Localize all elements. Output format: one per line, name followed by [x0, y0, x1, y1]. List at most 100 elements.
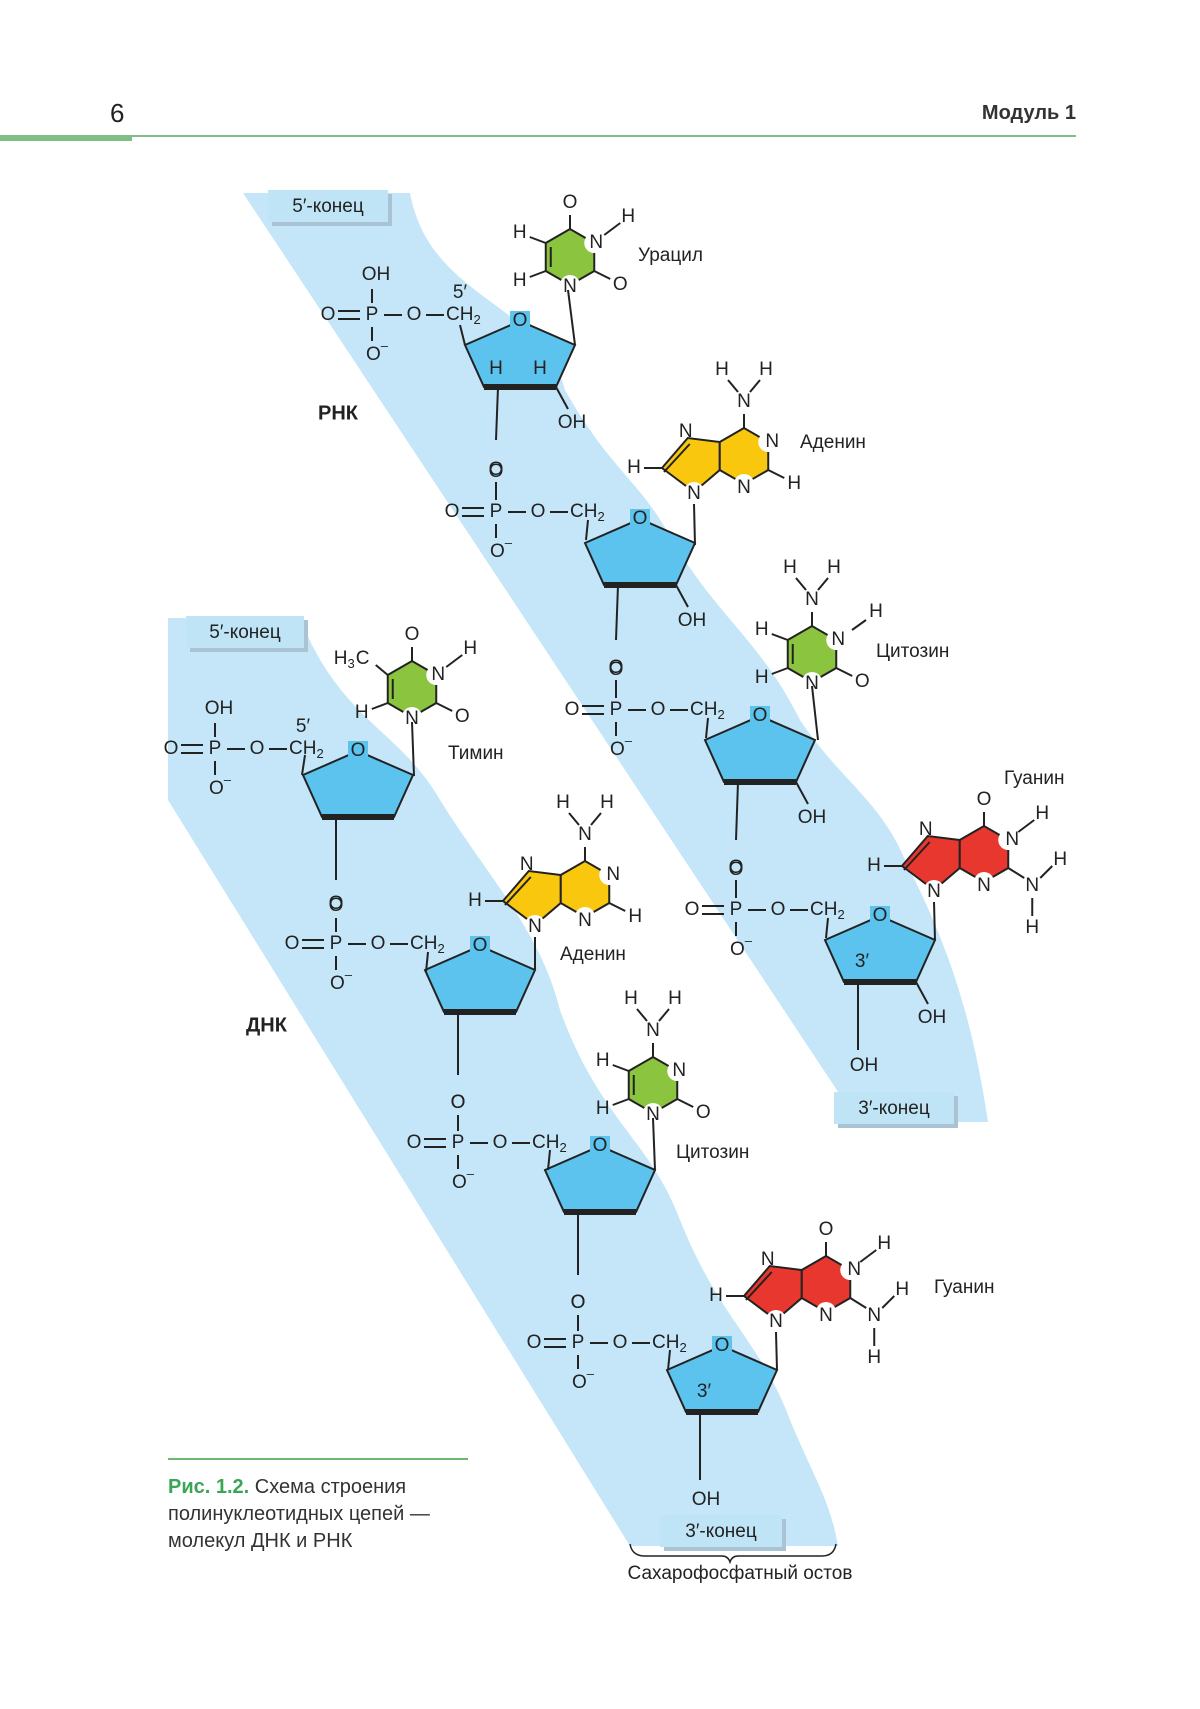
caption-label: Рис. 1.2. — [168, 1476, 250, 1498]
h-atom: H — [513, 222, 527, 243]
bond — [371, 702, 389, 710]
ch2-group: CH2 — [810, 899, 845, 922]
page-header: 6 Модуль 1 — [0, 0, 1200, 160]
oxygen: O — [651, 699, 666, 720]
ring-oxygen: O — [715, 1335, 730, 1356]
n-atom-bg — [667, 1061, 688, 1081]
h-atom: H — [489, 358, 503, 379]
oxygen: O — [685, 899, 700, 920]
bond — [825, 917, 829, 939]
hydroxyl-group: OH — [798, 807, 827, 828]
n-atom: N — [769, 1311, 783, 1332]
oxygen: O — [455, 706, 470, 727]
dna-five-end-label-bg — [186, 616, 304, 648]
bond — [459, 324, 466, 346]
n-atom-bg — [816, 1302, 836, 1322]
n-atom: N — [672, 1060, 686, 1081]
n-atom: N — [528, 916, 542, 937]
oxygen: O — [729, 857, 744, 878]
bond — [445, 654, 463, 668]
ring-double-bond — [504, 876, 532, 906]
hydroxyl-group: OH — [692, 1489, 721, 1510]
ring-double-bond — [663, 443, 691, 473]
subscript: 2 — [316, 746, 323, 761]
h-atom: H — [463, 638, 477, 659]
figure-caption: Рис. 1.2. Схема строения полинуклеотидны… — [168, 1474, 478, 1555]
h-atom: H — [709, 1285, 723, 1306]
n-atom: N — [765, 431, 779, 452]
ring-oxygen-bg — [630, 509, 650, 527]
h-atom: H — [1053, 849, 1067, 870]
ch2-group: CH2 — [532, 1132, 567, 1155]
n-atom: N — [805, 673, 819, 694]
n-atom-bg — [525, 915, 545, 935]
n-atom: N — [847, 1259, 861, 1280]
ring-oxygen-bg — [470, 936, 490, 954]
bond — [676, 1098, 694, 1108]
dna-three-end-label: 3′-конец — [685, 1521, 757, 1542]
header-accent-bar — [0, 135, 132, 141]
bond — [817, 577, 829, 591]
n-atom-bg — [599, 865, 620, 885]
ch2-group: CH2 — [446, 304, 481, 327]
n-atom-bg — [584, 233, 605, 253]
n-atom-bg — [766, 1310, 786, 1330]
n-atom: N — [606, 864, 620, 885]
bond — [1039, 865, 1053, 879]
oxygen: O — [285, 933, 300, 954]
bond — [658, 1008, 670, 1022]
h-atom: H — [755, 667, 769, 688]
n-atom: N — [589, 232, 603, 253]
ring-oxygen: O — [633, 508, 648, 529]
backbone-label: Сахарофосфатный остов — [628, 1563, 853, 1584]
h-atom: H — [877, 1233, 891, 1254]
n-atom: N — [867, 1305, 881, 1326]
ring-oxygen-bg — [750, 706, 770, 724]
dna-three-end-label-bg — [660, 1515, 782, 1547]
bond — [555, 386, 569, 410]
phosphorus: P — [366, 304, 379, 325]
ring-oxygen-bg — [870, 906, 890, 924]
phosphorus: P — [572, 1332, 585, 1353]
bond — [375, 664, 389, 676]
ch2-group: CH2 — [410, 933, 445, 956]
h-atom: H — [468, 890, 482, 911]
h-atom: H — [513, 270, 527, 291]
oxygen: O — [489, 459, 504, 480]
oxygen: O — [696, 1102, 711, 1123]
hydroxyl-group: OH — [850, 1055, 879, 1076]
h-atom: H — [596, 1050, 610, 1071]
ring-oxygen: O — [351, 740, 366, 761]
n-atom: N — [977, 875, 991, 896]
oxygen: O — [250, 738, 265, 759]
caption-body: Схема строения полинуклеотидных цепей — … — [168, 1476, 430, 1552]
subscript: 2 — [679, 1340, 686, 1355]
oxygen: O — [329, 895, 344, 916]
hydroxyl-group: OH — [205, 698, 234, 719]
bond — [529, 236, 547, 244]
bond — [615, 584, 619, 641]
diagram-labels: 5′-конец5′-конец3′-конец3′-конецРНКДНКУр… — [186, 190, 1064, 1584]
bond — [603, 222, 621, 236]
n-atom: N — [405, 708, 419, 729]
n-atom: N — [431, 664, 445, 685]
subscript: 2 — [717, 707, 724, 722]
bond — [811, 685, 819, 741]
superscript: – — [625, 733, 633, 748]
adenine-dna-label: Аденин — [560, 944, 626, 965]
subscript: 3 — [347, 656, 354, 671]
n-atom: N — [761, 1249, 775, 1270]
h-atom: H — [759, 359, 773, 380]
h-atom: H — [895, 1279, 909, 1300]
thymine-label: Тимин — [448, 743, 504, 764]
oxygen: O — [819, 1219, 834, 1240]
bond — [705, 717, 709, 739]
bond — [612, 1098, 630, 1106]
n-atom: N — [737, 391, 751, 412]
rna-five-end-label-bg — [268, 190, 388, 222]
carbon-5-label: 5′ — [296, 716, 311, 737]
n-atom: N — [520, 854, 534, 875]
bond — [435, 702, 453, 712]
dna-five-end-label: 5′-конец — [209, 622, 281, 643]
h-atom: H — [621, 206, 635, 227]
